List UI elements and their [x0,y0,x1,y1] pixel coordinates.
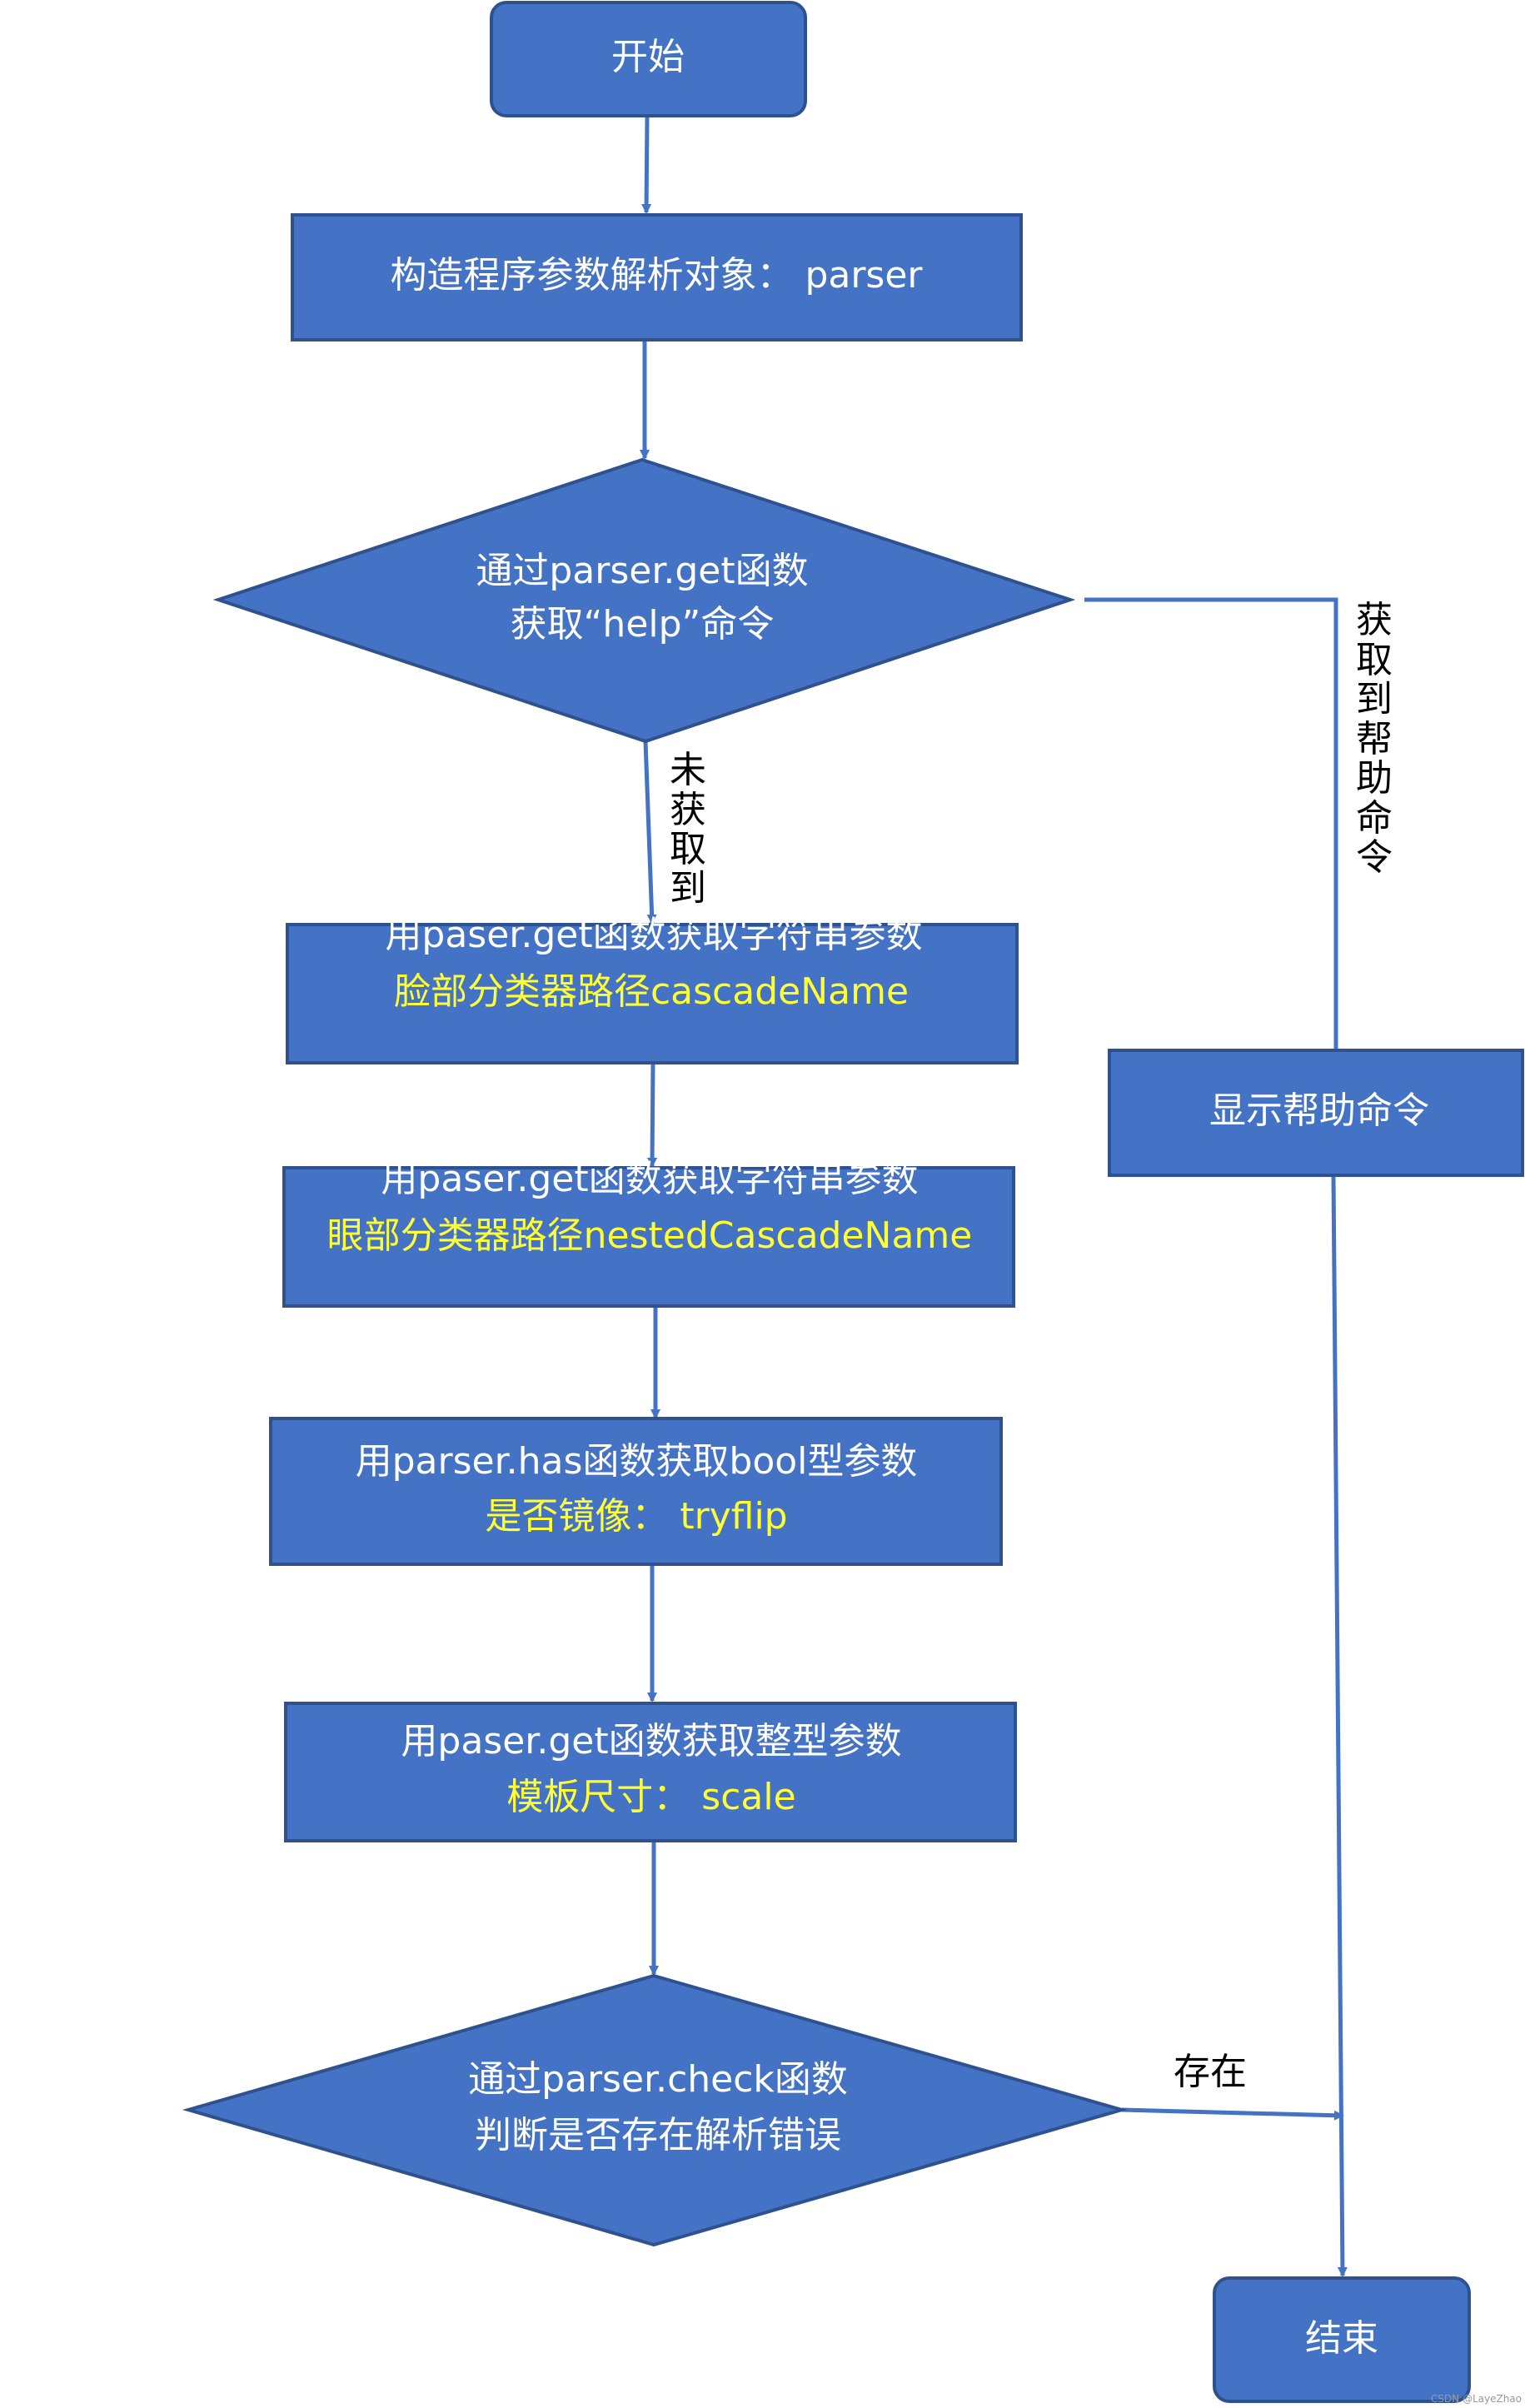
get-nested-line2: 眼部分类器路径nestedCascadeName [327,1214,973,1257]
get-nested-node: 用paser.get函数获取字符串参数 眼部分类器路径nestedCascade… [282,1158,1015,1308]
edge-start-to-construct [641,116,652,214]
label-found-help-char: 令 [1356,836,1393,879]
get-tryflip-node: 用parser.has函数获取bool型参数 是否镜像： tryflip [269,1417,1003,1566]
error-check-line2: 判断是否存在解析错误 [475,2114,841,2156]
error-check-decision: 通过parser.check函数 判断是否存在解析错误 [182,1973,1129,2247]
get-tryflip-line2: 是否镜像： tryflip [485,1495,787,1538]
edges [640,116,1348,2277]
label-exists: 存在 [1174,2051,1247,2093]
help-check-line2: 获取“help”命令 [511,603,775,646]
label-found-help-char: 到 [1356,678,1393,720]
label-not-found-char: 到 [670,867,706,910]
label-found-help-char: 获 [1356,599,1393,641]
construct-parser-label: 构造程序参数解析对象： parser [390,254,923,297]
get-tryflip-line1: 用parser.has函数获取bool型参数 [356,1440,918,1483]
edge-cascade-to-nested [647,1062,658,1168]
label-not-found-char: 取 [670,828,706,870]
end-label: 结束 [1305,2317,1378,2360]
get-cascade-line1: 用paser.get函数获取字符串参数 [385,914,922,956]
label-found-help-char: 命 [1356,797,1393,840]
get-scale-node: 用paser.get函数获取整型参数 模板尺寸： scale [284,1702,1017,1842]
get-nested-line1: 用paser.get函数获取字符串参数 [381,1158,918,1200]
label-not-found-char: 获 [670,789,706,831]
label-not-found: 未 获 取 到 [670,749,706,910]
label-found-help: 获 取 到 帮 助 命 令 [1356,599,1393,879]
watermark: CSDN @LayeZhao [1431,2393,1522,2405]
get-cascade-line2: 脸部分类器路径cascadeName [394,970,909,1013]
start-node: 开始 [490,1,807,117]
edge-help-check-to-show-help [1084,597,1338,1049]
end-node: 结束 [1213,2276,1471,2403]
label-not-found-char: 未 [670,749,706,791]
help-check-decision: 通过parser.get函数 获取“help”命令 [212,457,1076,744]
edge-show-help-to-end [1331,1174,1348,2277]
label-found-help-char: 帮 [1356,718,1393,760]
label-found-help-char: 助 [1356,757,1393,800]
show-help-node: 显示帮助命令 [1108,1049,1524,1177]
error-check-line1: 通过parser.check函数 [468,2058,848,2101]
edge-help-check-to-cascade [643,740,657,925]
help-check-line1: 通过parser.get函数 [476,550,808,592]
label-found-help-char: 取 [1356,639,1393,681]
get-cascade-node: 用paser.get函数获取字符串参数 脸部分类器路径cascadeName [286,914,1019,1064]
construct-parser-node: 构造程序参数解析对象： parser [291,213,1023,342]
show-help-label: 显示帮助命令 [1209,1089,1429,1132]
get-scale-line2: 模板尺寸： scale [506,1776,795,1818]
get-scale-line1: 用paser.get函数获取整型参数 [401,1720,901,1762]
edge-error-check-to-end-line [1121,2107,1344,2121]
start-label: 开始 [611,36,685,78]
